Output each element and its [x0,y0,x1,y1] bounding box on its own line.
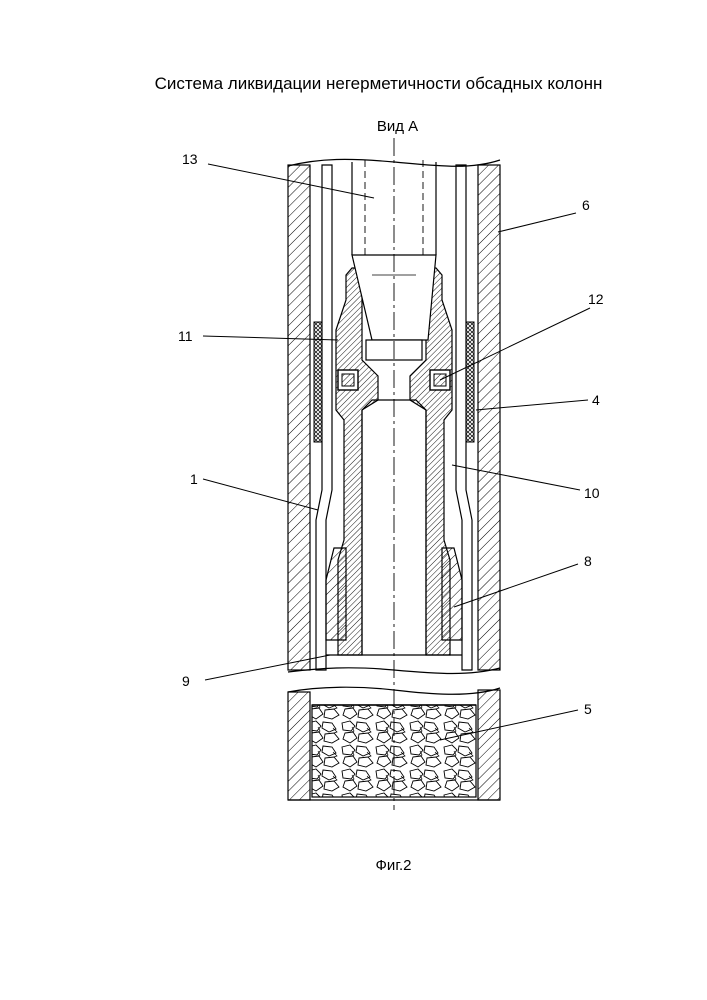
callout-11: 11 [178,328,193,344]
leader-lines [203,164,590,740]
callout-12: 12 [588,291,604,307]
callout-8: 8 [584,553,592,569]
callout-10: 10 [584,485,600,501]
callout-5: 5 [584,701,592,717]
callout-13: 13 [182,151,198,167]
callout-1: 1 [190,471,198,487]
callout-6: 6 [582,197,590,213]
callout-4: 4 [592,392,600,408]
callout-9: 9 [182,673,190,689]
